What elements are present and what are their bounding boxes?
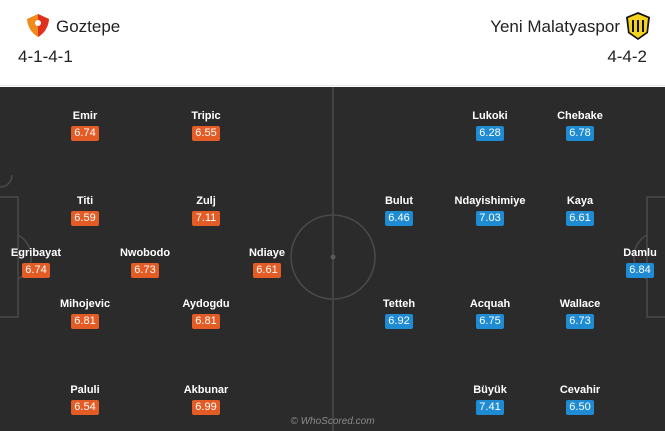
player-titi[interactable]: Titi 6.59 — [40, 195, 130, 226]
player-cevahir[interactable]: Cevahir 6.50 — [535, 384, 625, 415]
player-name: Zulj — [196, 195, 216, 207]
player-tripic[interactable]: Tripic 6.55 — [161, 110, 251, 141]
player-name: Büyük — [473, 384, 507, 396]
player-name: Paluli — [70, 384, 100, 396]
header-divider — [0, 85, 665, 86]
player-rating: 6.50 — [566, 400, 594, 415]
player-rating: 6.78 — [566, 126, 594, 141]
player-rating: 6.84 — [626, 263, 654, 278]
player-tetteh[interactable]: Tetteh 6.92 — [354, 298, 444, 329]
match-header: Goztepe 4-1-4-1 Yeni Malatyaspor 4-4-2 — [0, 0, 665, 86]
player-rating: 7.41 — [476, 400, 504, 415]
player-name: Acquah — [469, 298, 511, 310]
player-name: Bulut — [384, 195, 414, 207]
player-rating: 6.61 — [253, 263, 281, 278]
player-nwobodo[interactable]: Nwobodo 6.73 — [100, 247, 190, 278]
pitch-markings — [0, 87, 665, 431]
player-rating: 6.92 — [385, 314, 413, 329]
home-team-name[interactable]: Goztepe — [56, 17, 121, 36]
player-rating: 6.46 — [385, 211, 413, 226]
player-lukoki[interactable]: Lukoki 6.28 — [445, 110, 535, 141]
player-zulj[interactable]: Zulj 7.11 — [161, 195, 251, 226]
home-formation: 4-1-4-1 — [18, 47, 73, 66]
player-name: Wallace — [559, 298, 601, 310]
player-rating: 6.73 — [131, 263, 159, 278]
player-name: Ndayishimiye — [454, 195, 526, 207]
player-rating: 6.59 — [71, 211, 99, 226]
player-emir[interactable]: Emir 6.74 — [40, 110, 130, 141]
player-rating: 6.99 — [192, 400, 220, 415]
player-acquah[interactable]: Acquah 6.75 — [445, 298, 535, 329]
player-bulut[interactable]: Bulut 6.46 — [354, 195, 444, 226]
player-name: Chebake — [557, 110, 603, 122]
player-ndayishimiye[interactable]: Ndayishimiye 7.03 — [445, 195, 535, 226]
player-rating: 6.54 — [71, 400, 99, 415]
player-name: Titi — [76, 195, 94, 207]
player-name: Damlu — [623, 247, 657, 259]
player-kaya[interactable]: Kaya 6.61 — [535, 195, 625, 226]
player-rating: 6.55 — [192, 126, 220, 141]
player-buyuk[interactable]: Büyük 7.41 — [445, 384, 535, 415]
player-rating: 7.11 — [192, 211, 220, 226]
player-rating: 6.61 — [566, 211, 594, 226]
pitch: Egribayat 6.74 Emir 6.74 Titi 6.59 Mihoj… — [0, 87, 665, 431]
player-egribayat[interactable]: Egribayat 6.74 — [0, 247, 81, 278]
player-name: Ndiaye — [248, 247, 286, 259]
player-damlu[interactable]: Damlu 6.84 — [595, 247, 665, 278]
player-name: Mihojevic — [59, 298, 111, 310]
player-rating: 6.81 — [192, 314, 220, 329]
player-name: Kaya — [566, 195, 594, 207]
goztepe-crest-icon — [24, 11, 52, 39]
whoscored-watermark: © WhoScored.com — [290, 416, 375, 427]
player-wallace[interactable]: Wallace 6.73 — [535, 298, 625, 329]
player-rating: 6.81 — [71, 314, 99, 329]
player-rating: 7.03 — [476, 211, 504, 226]
player-rating: 6.73 — [566, 314, 594, 329]
player-name: Akbunar — [183, 384, 229, 396]
player-name: Cevahir — [559, 384, 601, 396]
player-name: Aydogdu — [182, 298, 230, 310]
away-team-name[interactable]: Yeni Malatyaspor — [490, 17, 620, 36]
away-formation: 4-4-2 — [607, 47, 647, 66]
player-aydogdu[interactable]: Aydogdu 6.81 — [161, 298, 251, 329]
player-ndiaye[interactable]: Ndiaye 6.61 — [222, 247, 312, 278]
player-name: Lukoki — [472, 110, 508, 122]
player-akbunar[interactable]: Akbunar 6.99 — [161, 384, 251, 415]
player-rating: 6.74 — [71, 126, 99, 141]
player-chebake[interactable]: Chebake 6.78 — [535, 110, 625, 141]
player-name: Tripic — [191, 110, 221, 122]
player-name: Nwobodo — [119, 247, 171, 259]
yeni-malatyaspor-crest-icon — [624, 11, 652, 40]
player-name: Egribayat — [10, 247, 62, 259]
player-rating: 6.74 — [22, 263, 50, 278]
player-name: Tetteh — [382, 298, 416, 310]
player-paluli[interactable]: Paluli 6.54 — [40, 384, 130, 415]
player-name: Emir — [72, 110, 98, 122]
player-rating: 6.28 — [476, 126, 504, 141]
player-mihojevic[interactable]: Mihojevic 6.81 — [40, 298, 130, 329]
player-rating: 6.75 — [476, 314, 504, 329]
